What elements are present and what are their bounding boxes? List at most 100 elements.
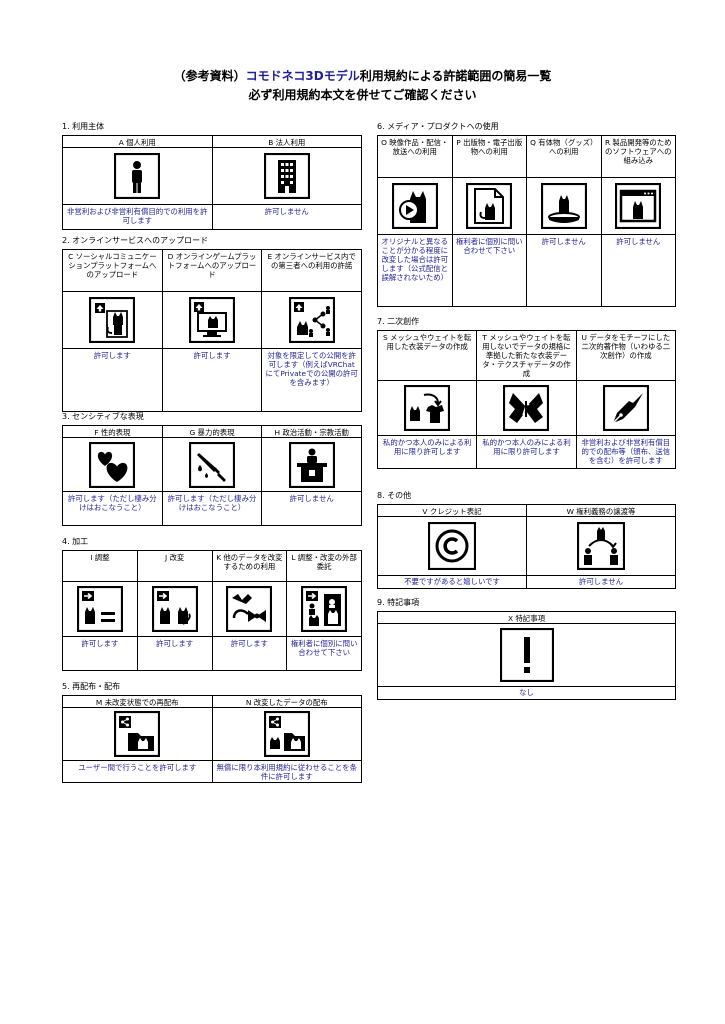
section-table: V クレジット表記 不要ですがあると嬉しいです W 権利義務の譲渡等 許可しませ… [377, 504, 676, 589]
section-heading: 3. センシティブな表現 [62, 412, 144, 421]
section-heading: 5. 再配布・配布 [62, 682, 121, 691]
section-heading: 7. 二次創作 [377, 317, 420, 326]
item-v: V クレジット表記 不要ですがあると嬉しいです [378, 505, 527, 588]
item-e: E オンラインサービス内での第三者への利用の許諾 対象を限定しての公開を許可しま… [262, 250, 362, 411]
title-paren: （参考資料） [173, 69, 246, 83]
section-media-product: 6. メディア・プロダクトへの使用 O 映像作品・配信・放送への利用 オリジナル… [377, 121, 676, 307]
item-b: B 法人利用 許可しません [212, 136, 361, 229]
item-w: W 権利義務の譲渡等 許可しません [527, 505, 675, 588]
item-result: 私的かつ本人のみによる利用に限り許可します [482, 438, 571, 456]
item-result: 不要ですがあると嬉しいです [404, 577, 500, 586]
item-label: M 未改変状態での再配布 [63, 696, 212, 708]
share-people-icon [262, 292, 362, 349]
copyright-icon [378, 517, 526, 576]
item-label: C ソーシャルコミュニケーションプラットフォームへのアップロード [63, 250, 162, 292]
section-processing: 4. 加工 I 調整 許可します J 改変 許可します K 他のデータを改変する… [62, 536, 362, 671]
podium-icon [262, 438, 362, 492]
item-o: O 映像作品・配信・放送への利用 オリジナルと異なることが分かる程度に改変した場… [378, 136, 453, 306]
section-online-upload: 2. オンラインサービスへのアップロード C ソーシャルコミュニケーションプラッ… [62, 235, 362, 412]
section-redistribution: 5. 再配布・配布 M 未改変状態での再配布 ユーザー間で行うことを許可します … [62, 681, 362, 783]
ribbon-cat-icon [212, 582, 287, 637]
hearts-icon [63, 438, 162, 492]
item-p: P 出版物・電子出版物への利用 権利者に個別に問い合わせて下さい [452, 136, 527, 306]
software-cat-icon [601, 178, 675, 235]
pen-nib-icon [576, 381, 675, 436]
item-q: Q 有体物（グッズ）への利用 許可しません [527, 136, 602, 306]
item-label: B 法人利用 [212, 136, 361, 148]
item-result: なし [519, 688, 534, 697]
item-k: K 他のデータを改変するための利用 許可します [212, 551, 288, 670]
section-table: X 特記事項 なし [377, 611, 676, 700]
document-title: （参考資料）コモドネコ3Dモデル利用規約による許諾範囲の簡易一覧 [0, 67, 725, 84]
item-label: D オンラインゲームプラットフォームへのアップロード [162, 250, 262, 292]
exclamation-icon [378, 624, 675, 687]
modify-icon [137, 582, 212, 637]
item-label: W 権利義務の譲渡等 [527, 505, 675, 517]
title-rest: 利用規約による許諾範囲の簡易一覧 [359, 69, 552, 83]
section-special-notes: 9. 特記事項 X 特記事項 なし [377, 597, 676, 700]
item-result: 権利者に個別に問い合わせて下さい [455, 237, 523, 255]
item-label: F 性的表現 [63, 426, 162, 438]
item-result: 許可します [193, 351, 231, 360]
item-label: V クレジット表記 [378, 505, 526, 517]
item-n: N 改変したデータの配布 無償に限り本利用規約に従わせることを条件に許可します [212, 696, 361, 782]
folder-share-icon [63, 708, 212, 761]
upload-monitor-icon [162, 292, 262, 349]
item-d: D オンラインゲームプラットフォームへのアップロード 許可します [162, 250, 263, 411]
section-table: C ソーシャルコミュニケーションプラットフォームへのアップロード 許可します D… [62, 249, 362, 412]
section-usage-subject: 1. 利用主体 A 個人利用 非営利および非営利有償目的での利用を許可します B… [62, 121, 362, 230]
item-label: X 特記事項 [378, 612, 675, 624]
item-label: G 暴力的表現 [162, 426, 262, 438]
item-label: R 製品開発等のためのソフトウェアへの組み込み [601, 136, 675, 178]
item-h: H 政治活動・宗教活動 許可しません [262, 426, 362, 525]
section-table: S メッシュやウェイトを転用した衣装データの作成 私的かつ本人のみによる利用に限… [377, 330, 676, 469]
item-g: G 暴力的表現 許可します（ただし棲み分けはおこなうこと） [162, 426, 263, 525]
item-result: 許可しません [289, 494, 334, 503]
item-label: L 調整・改変の外部委託 [287, 551, 361, 582]
outsource-icon [287, 582, 361, 637]
adjust-equal-icon [63, 582, 137, 637]
item-label: N 改変したデータの配布 [212, 696, 361, 708]
item-label: O 映像作品・配信・放送への利用 [378, 136, 452, 178]
section-heading: 1. 利用主体 [62, 122, 105, 131]
item-label: K 他のデータを改変するための利用 [212, 551, 287, 582]
item-label: H 政治活動・宗教活動 [262, 426, 362, 438]
butterfly-icon [477, 381, 576, 436]
item-label: E オンラインサービス内での第三者への利用の許諾 [262, 250, 362, 292]
item-label: J 改変 [137, 551, 212, 582]
section-table: F 性的表現 許可します（ただし棲み分けはおこなうこと） G 暴力的表現 許可し… [62, 425, 362, 526]
item-label: U データをモチーフにした二次的著作物（いわゆる二次創作）の作成 [576, 331, 675, 381]
item-result: オリジナルと異なることが分かる程度に改変した場合は許可します（公式配信と誤解され… [381, 237, 449, 282]
section-heading: 9. 特記事項 [377, 598, 420, 607]
item-result: 私的かつ本人のみによる利用に限り許可します [382, 438, 472, 456]
document-subtitle: 必ず利用規約本文を併せてご確認ください [248, 88, 477, 102]
item-result: 許可しません [616, 237, 661, 246]
item-result: 許可しません [578, 577, 624, 586]
item-f: F 性的表現 許可します（ただし棲み分けはおこなうこと） [63, 426, 163, 525]
item-result: 許可します（ただし棲み分けはおこなうこと） [67, 494, 157, 512]
item-s: S メッシュやウェイトを転用した衣装データの作成 私的かつ本人のみによる利用に限… [378, 331, 478, 468]
item-result: ユーザー間で行うことを許可します [78, 763, 197, 772]
video-cat-icon [378, 178, 452, 235]
item-t: T メッシュやウェイトを転用しないでデータの規格に準拠した新たな衣装データ・テク… [477, 331, 577, 468]
outfit-transfer-icon [378, 381, 477, 436]
item-result: 権利者に個別に問い合わせて下さい [290, 639, 358, 657]
item-label: I 調整 [63, 551, 137, 582]
item-result: 非営利および非営利有償目的での配布等（頒布、送信を含む）を許可します [581, 438, 671, 465]
item-u: U データをモチーフにした二次的著作物（いわゆる二次創作）の作成 非営利および非… [576, 331, 675, 468]
person-icon [63, 148, 212, 205]
section-sensitive: 3. センシティブな表現 F 性的表現 許可します（ただし棲み分けはおこなうこと… [62, 411, 362, 526]
section-table: A 個人利用 非営利および非営利有償目的での利用を許可します B 法人利用 許可… [62, 135, 362, 230]
item-label: P 出版物・電子出版物への利用 [452, 136, 526, 178]
item-a: A 個人利用 非営利および非営利有償目的での利用を許可します [63, 136, 213, 229]
item-result: 許可します [156, 639, 194, 648]
item-result: 許可します [93, 351, 131, 360]
knife-icon [162, 438, 262, 492]
modified-share-icon [212, 708, 361, 761]
item-m: M 未改変状態での再配布 ユーザー間で行うことを許可します [63, 696, 213, 782]
item-result: 対象を限定しての公開を許可します（例えばVRChatにてPrivateでの公開の… [265, 351, 358, 387]
section-heading: 2. オンラインサービスへのアップロード [62, 236, 209, 245]
section-derivative: 7. 二次創作 S メッシュやウェイトを転用した衣装データの作成 私的かつ本人の… [377, 316, 676, 469]
item-l: L 調整・改変の外部委託 権利者に個別に問い合わせて下さい [287, 551, 361, 670]
item-label: T メッシュやウェイトを転用しないでデータの規格に準拠した新たな衣装データ・テク… [477, 331, 576, 381]
